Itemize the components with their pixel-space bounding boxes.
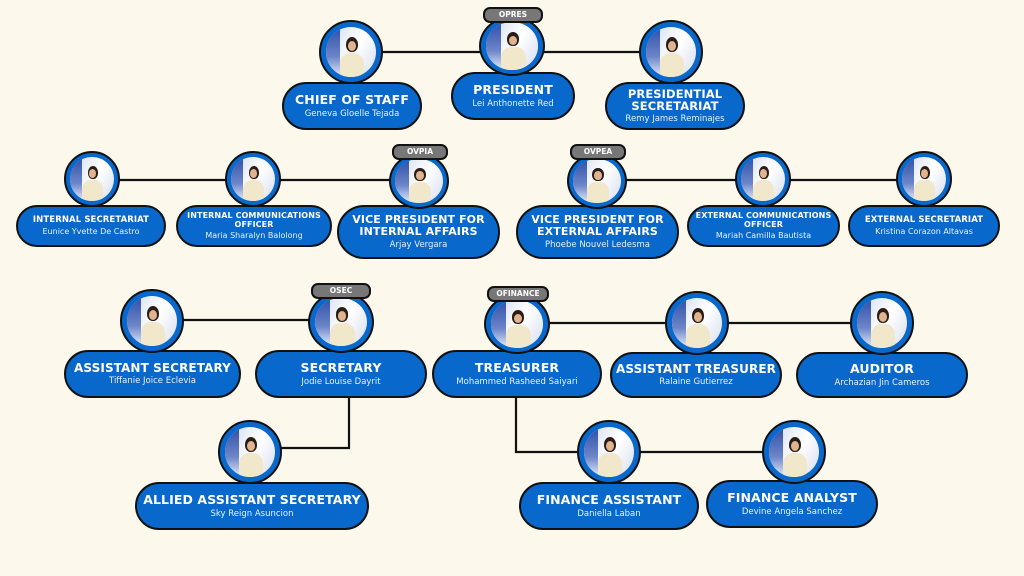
member-name: Archazian Jin Cameros (834, 377, 930, 388)
card-auditor: AUDITOR Archazian Jin Cameros (796, 352, 968, 398)
card-allied-assistant-secretary: ALLIED ASSISTANT SECRETARY Sky Reign Asu… (135, 482, 369, 530)
card-finance-analyst: FINANCE ANALYST Devine Angela Sanchez (706, 480, 878, 528)
tag-osec: OSEC (311, 283, 371, 299)
portrait-icon (645, 26, 697, 78)
avatar-assistant-secretary (120, 289, 184, 353)
card-assistant-treasurer: ASSISTANT TREASURER Ralaine Gutierrez (610, 352, 782, 398)
role-label: ASSISTANT TREASURER (616, 361, 776, 376)
card-internal-secretariat: INTERNAL SECRETARIAT Eunice Yvette De Ca… (16, 205, 166, 247)
portrait-icon (768, 426, 820, 478)
member-name: Daniella Laban (577, 508, 641, 519)
member-name: Maria Sharalyn Balolong (205, 230, 303, 240)
member-name: Kristina Corazon Altavas (875, 226, 973, 236)
role-label: EXTERNAL SECRETARIAT (864, 215, 984, 226)
avatar-presidential-secretariat (639, 20, 703, 84)
card-secretary: SECRETARY Jodie Louise Dayrit (255, 350, 427, 398)
portrait-icon (325, 26, 377, 78)
avatar-treasurer (484, 294, 550, 354)
role-label: CHIEF OF STAFF (295, 92, 409, 108)
card-presidential-secretariat: PRESIDENTIAL SECRETARIAT Remy James Remi… (605, 82, 745, 130)
role-label: PRESIDENTIAL SECRETARIAT (627, 86, 723, 113)
role-label: AUDITOR (850, 361, 914, 377)
role-label: ASSISTANT SECRETARY (74, 360, 231, 375)
portrait-icon (126, 295, 178, 347)
card-president: PRESIDENT Lei Anthonette Red (451, 72, 575, 120)
avatar-internal-secretariat (64, 151, 120, 207)
member-name: Mariah Camilla Bautista (715, 230, 812, 240)
avatar-finance-analyst (762, 420, 826, 484)
role-label: SECRETARY (300, 360, 382, 376)
card-external-secretariat: EXTERNAL SECRETARIAT Kristina Corazon Al… (848, 205, 1000, 247)
member-name: Eunice Yvette De Castro (42, 226, 140, 236)
member-name: Geneva Gloelle Tejada (304, 108, 400, 119)
role-label: EXTERNAL COMMUNICATIONS OFFICER (695, 211, 832, 229)
member-name: Jodie Louise Dayrit (301, 376, 381, 387)
card-internal-comms: INTERNAL COMMUNICATIONS OFFICER Maria Sh… (176, 205, 332, 247)
avatar-secretary (308, 291, 374, 353)
card-assistant-secretary: ASSISTANT SECRETARY Tiffanie Joice Eclev… (64, 350, 241, 398)
role-label: PRESIDENT (473, 82, 553, 98)
tag-ovpea: OVPEA (570, 144, 626, 160)
portrait-icon (902, 157, 946, 201)
avatar-internal-comms (225, 151, 281, 207)
avatar-assistant-treasurer (665, 291, 729, 355)
portrait-icon (573, 159, 621, 203)
portrait-icon (224, 426, 276, 478)
member-name: Devine Angela Sanchez (741, 506, 843, 517)
member-name: Lei Anthonette Red (472, 98, 554, 109)
member-name: Mohammed Rasheed Saiyari (456, 376, 578, 387)
tag-opres: OPRES (483, 7, 543, 23)
card-treasurer: TREASURER Mohammed Rasheed Saiyari (432, 350, 602, 398)
member-name: Sky Reign Asuncion (210, 508, 294, 519)
role-label: VICE PRESIDENT FOR INTERNAL AFFAIRS (352, 213, 485, 238)
avatar-auditor (850, 291, 914, 355)
portrait-icon (314, 297, 368, 347)
portrait-icon (395, 159, 443, 203)
card-vp-external: VICE PRESIDENT FOR EXTERNAL AFFAIRS Phoe… (516, 205, 679, 259)
member-name: Arjay Vergara (389, 239, 448, 250)
card-finance-assistant: FINANCE ASSISTANT Daniella Laban (519, 482, 699, 530)
portrait-icon (490, 300, 544, 348)
role-label: FINANCE ASSISTANT (536, 492, 682, 508)
member-name: Phoebe Nouvel Ledesma (545, 239, 650, 250)
portrait-icon (741, 157, 785, 201)
portrait-icon (856, 297, 908, 349)
tag-ofinance: OFINANCE (487, 286, 549, 302)
avatar-vp-internal (389, 153, 449, 209)
portrait-icon (231, 157, 275, 201)
portrait-icon (671, 297, 723, 349)
role-label: TREASURER (474, 360, 560, 376)
portrait-icon (485, 22, 539, 70)
member-name: Tiffanie Joice Eclevia (109, 376, 196, 387)
avatar-finance-assistant (577, 420, 641, 484)
member-name: Ralaine Gutierrez (659, 377, 733, 388)
portrait-icon (70, 157, 114, 201)
role-label: VICE PRESIDENT FOR EXTERNAL AFFAIRS (531, 213, 664, 238)
card-external-comms: EXTERNAL COMMUNICATIONS OFFICER Mariah C… (687, 205, 840, 247)
role-label: INTERNAL SECRETARIAT (32, 215, 150, 226)
card-vp-internal: VICE PRESIDENT FOR INTERNAL AFFAIRS Arja… (337, 205, 500, 259)
avatar-vp-external (567, 153, 627, 209)
role-label: ALLIED ASSISTANT SECRETARY (143, 492, 361, 508)
card-chief-of-staff: CHIEF OF STAFF Geneva Gloelle Tejada (282, 82, 422, 130)
role-label: INTERNAL COMMUNICATIONS OFFICER (187, 211, 321, 229)
role-label: FINANCE ANALYST (727, 490, 857, 506)
avatar-allied-assistant-secretary (218, 420, 282, 484)
avatar-external-comms (735, 151, 791, 207)
member-name: Remy James Reminajes (625, 114, 725, 125)
avatar-chief-of-staff (319, 20, 383, 84)
avatar-president (479, 16, 545, 76)
avatar-external-secretariat (896, 151, 952, 207)
tag-ovpia: OVPIA (392, 144, 448, 160)
portrait-icon (583, 426, 635, 478)
